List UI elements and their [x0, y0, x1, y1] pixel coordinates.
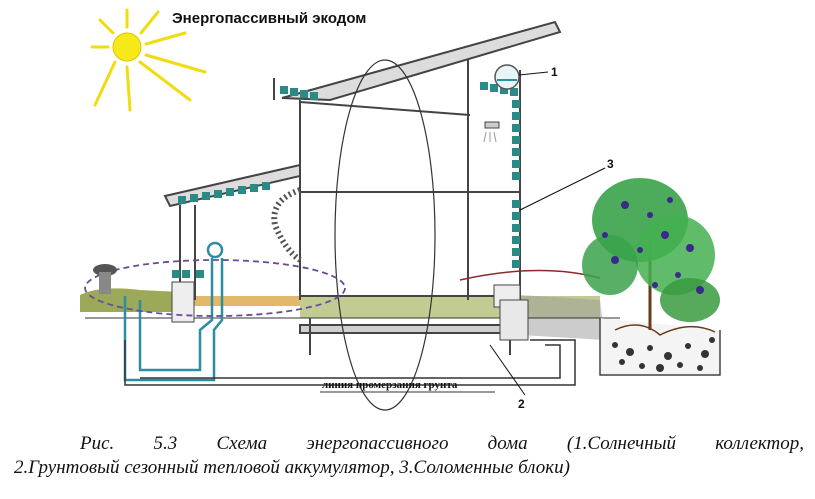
- callout-1: 1: [551, 65, 558, 79]
- well-icon: [93, 264, 117, 294]
- ground-heat-loop-right: [459, 269, 601, 281]
- ground-heat-loop: [84, 259, 346, 317]
- callouts: [489, 71, 606, 396]
- solar-collector-icon: [494, 64, 520, 90]
- caption-line-2: 2.Грунтовый сезонный тепловой аккумулято…: [14, 457, 570, 478]
- caption-line-1: Рис. 5.3 Схема энергопассивного дома (1.…: [80, 433, 804, 454]
- accumulator-pipes: [124, 339, 576, 386]
- sun-icon: [90, 8, 207, 112]
- frost-line-label: линия промерзания грунта: [322, 379, 458, 391]
- foundation-blocks: [171, 281, 529, 341]
- garden-bed: [599, 318, 721, 376]
- callout-2: 2: [518, 397, 525, 411]
- spiral-stairs: [271, 187, 302, 263]
- air-circulation-loop: [334, 59, 436, 411]
- eco-house-diagram: Энергопассивный экодом: [80, 8, 721, 411]
- shower-icon: [483, 121, 500, 143]
- figure-caption: Рис. 5.3 Схема энергопассивного дома (1.…: [14, 432, 804, 480]
- tree-icon: [582, 178, 720, 330]
- straw-blocks: [172, 82, 520, 278]
- callout-3: 3: [607, 157, 614, 171]
- diagram-title: Энергопассивный экодом: [172, 10, 366, 27]
